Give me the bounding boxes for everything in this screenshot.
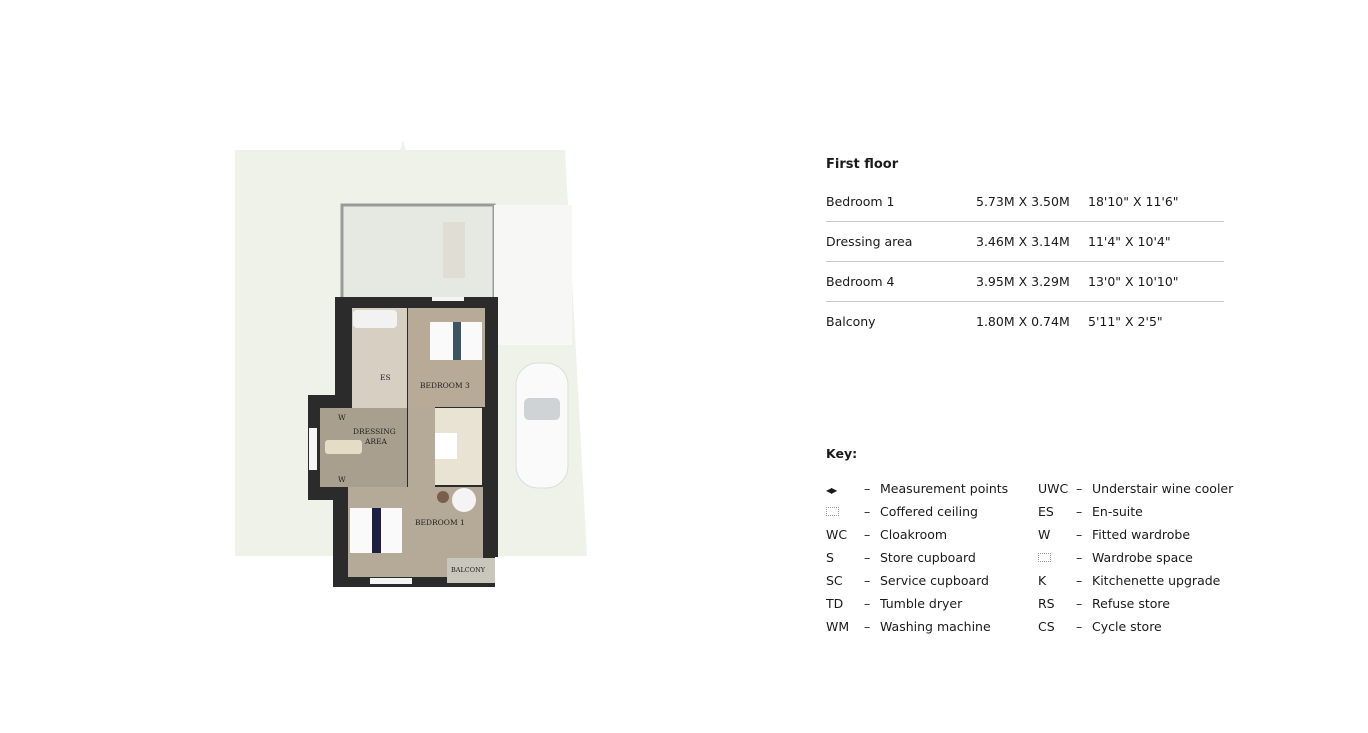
key-item: UWC–Understair wine cooler: [1038, 481, 1234, 496]
dining-table: [443, 222, 465, 278]
room-metric: 1.80M X 0.74M: [976, 314, 1070, 329]
room-name: Balcony: [826, 314, 876, 329]
car-windscreen: [524, 398, 560, 420]
key-item: W–Fitted wardrobe: [1038, 527, 1191, 542]
terrace: [340, 203, 496, 302]
room-imperial: 5'11" X 2'5": [1088, 314, 1163, 329]
room-imperial: 18'10" X 11'6": [1088, 194, 1179, 209]
key-item: CS–Cycle store: [1038, 619, 1162, 634]
room-imperial: 11'4" X 10'4": [1088, 234, 1171, 249]
key-item: WM–Washing machine: [826, 619, 991, 634]
measurement-arrows-icon: ◀▶: [826, 486, 837, 495]
key-title: Key:: [826, 446, 858, 461]
ottoman: [325, 440, 362, 454]
hall: [408, 407, 435, 487]
window-bottom: [370, 578, 412, 584]
key-item: –Coffered ceiling: [826, 500, 1008, 523]
room-name: Dressing area: [826, 234, 913, 249]
driveway: [494, 205, 572, 345]
armchair: [452, 488, 476, 512]
room-row: Bedroom 4 3.95M X 3.29M 13'0" X 10'10": [826, 262, 1224, 302]
room-row: Balcony 1.80M X 0.74M 5'11" X 2'5": [826, 302, 1224, 341]
room-metric: 3.95M X 3.29M: [976, 274, 1070, 289]
label-wardrobe-top: W: [338, 413, 346, 422]
key-item: TD–Tumble dryer: [826, 596, 963, 611]
key-item: WC–Cloakroom: [826, 527, 948, 542]
dotted-box-icon: [1038, 550, 1076, 565]
key-item: ◀▶–Measurement points: [826, 481, 1009, 496]
stair-void: [435, 433, 457, 459]
balcony: [447, 558, 495, 583]
room-row: Dressing area 3.46M X 3.14M 11'4" X 10'4": [826, 222, 1224, 262]
room-name: Bedroom 1: [826, 194, 895, 209]
window-top: [432, 297, 464, 301]
label-wardrobe-bottom: W: [338, 475, 346, 484]
label-es: ES: [380, 373, 391, 382]
key-item: RS–Refuse store: [1038, 596, 1170, 611]
bed-3-throw: [453, 322, 461, 360]
key-right: UWC–Understair wine cooler ES–En-suite W…: [1038, 477, 1233, 638]
window-left: [309, 428, 317, 470]
dotted-box-icon: [826, 504, 864, 519]
key-left: ◀▶–Measurement points –Coffered ceiling …: [826, 477, 1008, 638]
room-name: Bedroom 4: [826, 274, 895, 289]
key-item: S–Store cupboard: [826, 550, 976, 565]
key-item: SC–Service cupboard: [826, 573, 989, 588]
schedule-title: First floor: [826, 157, 899, 172]
bath: [353, 310, 397, 328]
label-bedroom-1: BEDROOM 1: [415, 518, 465, 527]
room-metric: 5.73M X 3.50M: [976, 194, 1070, 209]
room-schedule: Bedroom 1 5.73M X 3.50M 18'10" X 11'6" Dre…: [826, 182, 1224, 341]
key-item: –Wardrobe space: [1038, 546, 1233, 569]
label-bedroom-3: BEDROOM 3: [420, 381, 470, 390]
car: [515, 362, 569, 489]
label-area: AREA: [364, 437, 388, 446]
key-item: ES–En-suite: [1038, 504, 1143, 519]
bed-1-throw: [372, 508, 381, 553]
room-metric: 3.46M X 3.14M: [976, 234, 1070, 249]
label-balcony: BALCONY: [451, 566, 486, 574]
room-imperial: 13'0" X 10'10": [1088, 274, 1179, 289]
key-item: K–Kitchenette upgrade: [1038, 573, 1221, 588]
room-row: Bedroom 1 5.73M X 3.50M 18'10" X 11'6": [826, 182, 1224, 222]
side-table: [437, 491, 449, 503]
label-dressing: DRESSING: [353, 427, 396, 436]
north-marker: [398, 140, 408, 158]
